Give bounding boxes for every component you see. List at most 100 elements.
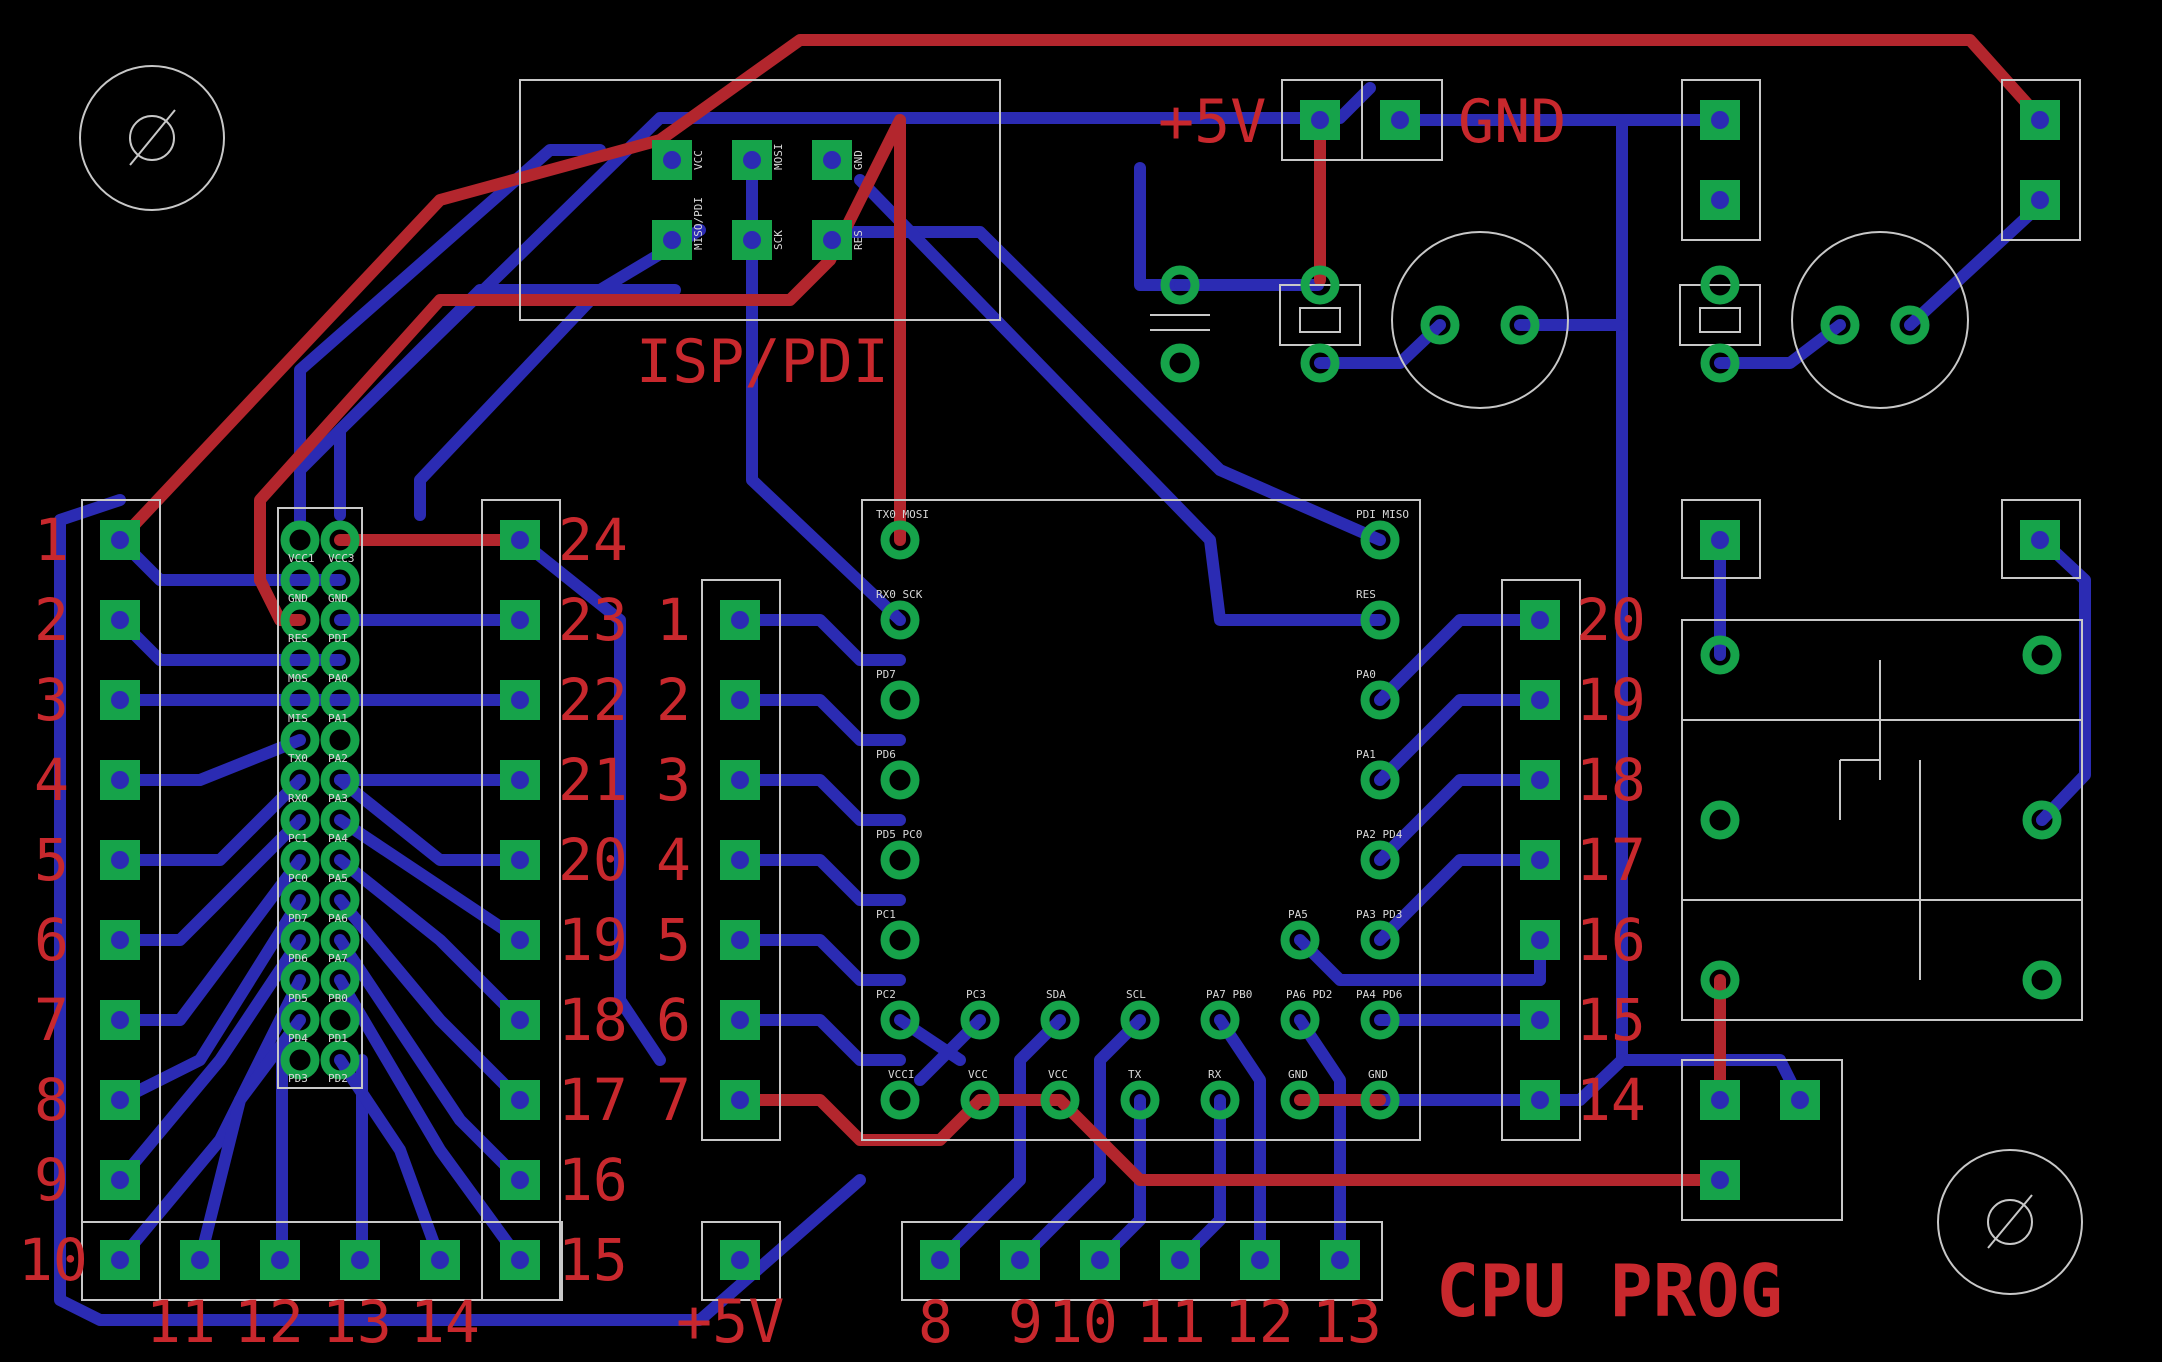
chip-pad-17 [1120,1080,1160,1120]
dip-left-pad-14 [280,1040,320,1080]
chip-pad-8 [960,1000,1000,1040]
dip-right-pad-3 [320,600,360,640]
dip-right-pin-name: PA4 [328,832,348,845]
component-pad-2 [1160,343,1200,383]
chip-right-pin-name: PA2 PD4 [1356,828,1403,841]
right-header-pad-5 [1520,920,1560,960]
dip-left-pin-name: PD7 [288,912,308,925]
dip-left-pad-8 [280,800,320,840]
bottom-right-pad-1 [1700,1080,1740,1120]
dip-right-pad-14 [320,1040,360,1080]
dip-right-pad-7 [320,760,360,800]
chip-pad-3 [880,680,920,720]
dip-left-pin-name: MIS [288,712,308,725]
right-col-pad-7 [500,1000,540,1040]
isp-label: ISP/PDI [636,327,889,397]
bottom-mid-number: 8 [918,1288,953,1356]
chip-right-pin-name: PA3 PD3 [1356,908,1402,921]
mid-header-pad-3 [720,760,760,800]
dip-left-pin-name: RES [288,632,308,645]
right-header-number: 20 [1576,586,1646,654]
right-header-pad-3 [1520,760,1560,800]
relay-pad-1 [1700,520,1740,560]
chip-pad-19 [1280,1080,1320,1120]
right-header-number: 16 [1576,906,1646,974]
chip-pad-1 [880,520,920,560]
component-pad-8 [1700,343,1740,383]
far-right-header-outline [2001,79,2081,241]
mid-header-number: 7 [656,1066,691,1134]
far-right-pad-1 [2020,100,2060,140]
dip-right-pad-13 [320,1000,360,1040]
relay-pad1-outline [1681,499,1761,579]
chip-bottom-row-name: VCCI [888,1068,915,1081]
chip-pad-23 [1360,680,1400,720]
isp-pin-name: MISO/PDI [692,197,705,250]
left-header-number: 9 [34,1146,69,1214]
left-header-pad-7 [100,1000,140,1040]
component-pad-5 [1420,305,1460,345]
dip-left-pin-name: MOS [288,672,308,685]
left-header-number: 6 [34,906,69,974]
mid-header-outline [701,579,781,1141]
chip-left-pin-name: PC1 [876,908,896,921]
bottom-left-pad-4 [420,1240,460,1280]
component-pad-13 [1700,800,1740,840]
right-col-pad-2 [500,600,540,640]
dip-right-pad-1 [320,520,360,560]
dip-socket-outline [277,507,363,1089]
right-header-number: 14 [1576,1066,1646,1134]
left-header-pad-8 [100,1080,140,1120]
right-col-number: 22 [558,666,628,734]
left-header-pad-2 [100,600,140,640]
right-col-number: 19 [558,906,628,974]
relay-pad-2 [2020,520,2060,560]
dip-right-pad-8 [320,800,360,840]
chip-left-pin-name: PD7 [876,668,896,681]
chip-pad-5 [880,840,920,880]
component-pad-12 [2022,635,2062,675]
bottom-mid-number: 10 [1048,1288,1118,1356]
chip-bottom-pin-name: PA6 PD2 [1286,988,1332,1001]
right-col-pad-6 [500,920,540,960]
isp-pad-2 [732,140,772,180]
dip-left-pad-9 [280,840,320,880]
silkscreen [81,79,2083,1301]
isp-pad-3 [812,140,852,180]
left-header-pad-6 [100,920,140,960]
chip-bottom-row-name: RX [1208,1068,1222,1081]
right-col-pad-5 [500,840,540,880]
dip-left-pad-2 [280,560,320,600]
right-col-pad-3 [500,680,540,720]
bottom-left-number: 11 [146,1288,216,1356]
bottom-right-header-outline [1681,1059,1843,1221]
right-header-pad-4 [1520,840,1560,880]
chip-bottom-row-name: VCC [1048,1068,1068,1081]
isp-pad-1 [652,140,692,180]
dip-left-pad-6 [280,720,320,760]
mid-header-pad-1 [720,600,760,640]
dip-right-pin-name: PA0 [328,672,348,685]
mid-header-number: 5 [656,906,691,974]
dip-left-pad-3 [280,600,320,640]
left-header-number: 4 [34,746,69,814]
mid-header-pad-2 [720,680,760,720]
dip-left-pin-name: VCC1 [288,552,315,565]
component-pad-9 [1820,305,1860,345]
dip-right-pad-12 [320,960,360,1000]
component-pad-7 [1700,265,1740,305]
relay-pad2-outline [2001,499,2081,579]
mid-header-pad-5 [720,920,760,960]
bottom-mid-number: 12 [1224,1288,1294,1356]
isp-pin-name: MOSI [772,144,785,171]
chip-right-pin-name: PA5 [1288,908,1308,921]
dip-left-pin-name: GND [288,592,308,605]
right-header-pad-7 [1520,1080,1560,1120]
right-header-number: 19 [1576,666,1646,734]
bottom-mid-pad-2 [1000,1240,1040,1280]
right-col-number: 18 [558,986,628,1054]
bottom-left-pad-3 [340,1240,380,1280]
chip-bottom-pin-name: SCL [1126,988,1146,1001]
dip-left-pad-12 [280,960,320,1000]
